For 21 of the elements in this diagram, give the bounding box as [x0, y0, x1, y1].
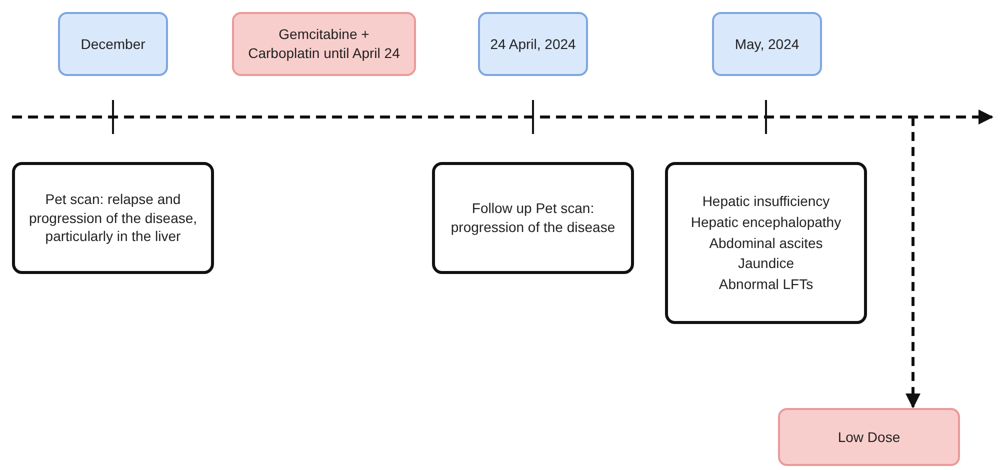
- date-box: [712, 12, 822, 76]
- node-text: Abdominal ascites: [709, 234, 823, 252]
- node-text: Jaundice: [738, 254, 794, 274]
- node-text: Abnormal LFTs: [718, 275, 814, 294]
- node-text: Low Dose: [838, 428, 900, 446]
- treatment-box: [232, 12, 416, 76]
- node-text: Gemcitabine + Carboplatin until April 24: [247, 25, 401, 63]
- date-box: [478, 12, 588, 76]
- node-text: Hepatic insufficiency: [702, 192, 830, 211]
- treatment-box: [778, 408, 960, 466]
- node-text: Hepatic encephalopathy: [690, 212, 842, 232]
- date-box: [58, 12, 168, 76]
- event-box: [12, 162, 214, 274]
- node-text: Follow up Pet scan: progression of the disease: [450, 199, 616, 237]
- node-text: 24 April, 2024: [490, 34, 576, 54]
- event-box: [665, 162, 867, 324]
- node-text: December: [80, 34, 146, 54]
- event-box: [432, 162, 634, 274]
- arrow: [906, 117, 920, 408]
- node-text: May, 2024: [734, 34, 800, 54]
- node-text: Pet scan: relapse and progression of the disease, particularly in the liver: [28, 190, 198, 246]
